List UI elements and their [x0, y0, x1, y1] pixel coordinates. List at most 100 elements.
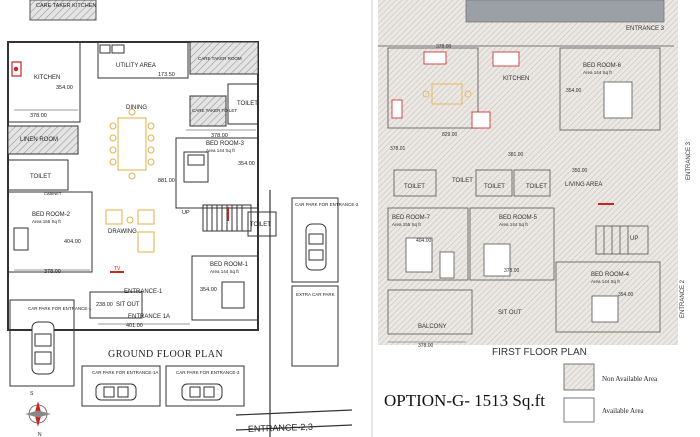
carpark-e2-label: CAR PARK FOR ENTRANCE-2 [295, 202, 359, 207]
ground-plan-title: GROUND FLOOR PLAN [108, 349, 223, 360]
carpark-entrance-1a [81, 365, 161, 407]
bed4-area: Area 144 Sq ft [591, 279, 621, 284]
compass-s: S [30, 391, 34, 397]
utility-label: UTILITY AREA [116, 63, 156, 69]
extra-carpark-label: EXTRA CAR PARK [296, 292, 335, 297]
linen-label: LINEN ROOM [20, 137, 58, 143]
first-floor-plan [378, 0, 678, 345]
top-strip [465, 0, 665, 23]
drawing-label: DRAWING [108, 229, 137, 235]
bed1-label: BED ROOM-1 [210, 262, 249, 268]
car-icon [31, 321, 55, 375]
entrance1a-label: ENTRANCE 1A [128, 314, 170, 320]
toilet-label: TOILET [237, 101, 258, 107]
bed7-area: Area 155 Sq ft [392, 222, 422, 227]
toilet-left-label: TOILET [30, 174, 51, 180]
stair-ff [595, 225, 649, 255]
bed-room-7 [387, 207, 469, 281]
up-label: UP [182, 210, 190, 216]
toilet-ff-a [393, 169, 437, 197]
toilet-mid-label: TOILET [250, 222, 271, 228]
bed-room-5 [469, 207, 555, 281]
entrance3-top-label: ENTRANCE 3 [626, 26, 665, 32]
bed6-height-dim: 354.00 [566, 88, 582, 94]
drawing-sofa [105, 209, 155, 253]
balcony [387, 289, 473, 335]
toilet-d-label: TOILET [452, 178, 473, 184]
ground-outer-wall [7, 41, 259, 331]
kitchen-dim-ff: 378.00 [436, 44, 452, 50]
kitchen-label-ff: KITCHEN [503, 76, 529, 82]
living-label: LIVING AREA [565, 182, 602, 188]
dim-881: 881.00 [158, 178, 175, 184]
utility-area [97, 41, 189, 79]
bed-room-6 [559, 47, 661, 131]
ground-labels: CARE TAKER KITCHEN KITCHEN 354.00 378.00… [20, 3, 359, 437]
bed-room-4 [555, 261, 661, 333]
sitout [89, 291, 143, 319]
entrance2-side-label: ENTRANCE 2 [680, 279, 686, 318]
sitout-dim: 238.00 [96, 302, 113, 308]
first-plan-title: FIRST FLOOR PLAN [492, 347, 587, 358]
bed2-height-dim: 404.00 [64, 239, 81, 245]
kitchen-label: KITCHEN [34, 75, 60, 81]
dim-829: 829.00 [442, 132, 458, 138]
toilet-ff-b [475, 169, 513, 197]
bed5-width-dim: 378.00 [504, 268, 520, 274]
up-label-ff: UP [630, 236, 638, 242]
balcony-width-dim: 378.00 [418, 343, 434, 349]
entrance1-label: ENTRANCE-1 [124, 289, 163, 295]
bed6-area: Area 144 Sq ft [583, 70, 613, 75]
car-icon [95, 383, 137, 401]
legend: Non Available Area Available Area [563, 363, 658, 423]
stair [202, 204, 252, 232]
ground-floor-plan [7, 0, 353, 437]
bed-room-1 [191, 255, 259, 321]
kitchen-width-dim: 378.00 [30, 113, 47, 119]
compass-n: N [38, 432, 42, 437]
carpark-entrance-2 [291, 197, 339, 283]
bed1-height-dim: 354.00 [200, 287, 217, 293]
dim-401: 401.00 [126, 323, 143, 329]
car-icon [181, 383, 223, 401]
car-icon [305, 223, 327, 271]
carpark-3-label: CAR PARK FOR ENTRANCE-3 [176, 370, 240, 375]
caretaker-toilet [189, 95, 227, 127]
toilet-ff-c [513, 169, 551, 197]
bed3-area: Area 144 Sq ft [206, 148, 236, 153]
living-width-dim: 350.00 [572, 168, 588, 174]
toilet-c-label: TOILET [526, 184, 547, 190]
dining-label: DINING [126, 105, 147, 111]
legend-available-label: Available Area [602, 407, 645, 415]
caretaker-toilet-label: CARE TAKER TOILET [192, 108, 237, 113]
kitchen-room [7, 41, 81, 123]
bed4-label: BED ROOM-4 [591, 272, 630, 278]
tv-label: TV [114, 266, 121, 272]
carpark-e1-label: CAR PARK FOR ENTRANCE-1 [28, 306, 92, 311]
dim-381: 381.00 [508, 152, 524, 158]
carpark-entrance-3 [165, 365, 245, 407]
toilet-b-label: TOILET [484, 184, 505, 190]
kitchen-room-ff [387, 47, 479, 129]
utility-dim: 173.50 [158, 72, 175, 78]
bed6-label: BED ROOM-6 [583, 63, 622, 69]
bed1-area: Area 144 Sq ft [210, 269, 240, 274]
toilet-left [7, 159, 69, 191]
living-furniture [422, 83, 472, 105]
bed7-height-dim: 404.00 [416, 238, 432, 244]
dim-378: 378.01 [390, 146, 406, 152]
bed-room-2 [7, 191, 93, 273]
legend-swatch-not-available [563, 363, 595, 391]
carpark-1a-label: CAR PARK FOR ENTRANCE-1A [92, 370, 158, 375]
caretaker-room-label: CARE TAKER ROOM [198, 56, 242, 61]
sitout-label-ff: SIT OUT [498, 310, 522, 316]
bed2-area: Area 155 Sq ft [32, 219, 62, 224]
bed4-height-dim: 354.00 [618, 292, 634, 298]
balcony-label: BALCONY [418, 324, 447, 330]
compass-icon [25, 401, 51, 427]
bed2-width-dim: 378.00 [44, 269, 61, 275]
legend-swatch-available [563, 397, 595, 423]
toilet-mid [247, 211, 277, 237]
bed5-area: Area 144 Sq ft [499, 222, 529, 227]
caretaker-kitchen-label: CARE TAKER KITCHEN [36, 3, 96, 9]
